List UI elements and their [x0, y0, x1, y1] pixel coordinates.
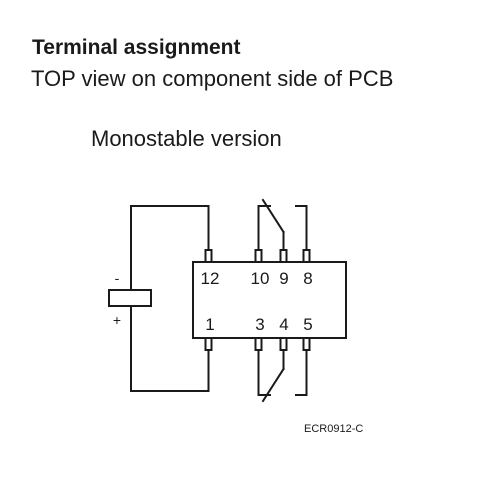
lower-contact-lever	[261, 367, 285, 403]
pin-label-3: 3	[255, 315, 264, 334]
pin-label-5: 5	[303, 315, 312, 334]
relay-package	[192, 261, 347, 339]
pin-label-1: 1	[205, 315, 214, 334]
lower-contact-no	[295, 349, 308, 396]
pin-12-stub	[204, 249, 213, 263]
pin-label-4: 4	[279, 315, 288, 334]
coil-wire-top	[130, 205, 210, 291]
coil-plus-label: +	[113, 312, 121, 328]
pin-5-stub	[302, 337, 311, 351]
upper-contact-common	[257, 205, 271, 251]
pin-10-stub	[254, 249, 263, 263]
upper-contact-lever	[261, 198, 285, 234]
coil-symbol	[108, 289, 152, 307]
coil-wire-bottom	[130, 305, 210, 392]
pin-8-stub	[302, 249, 311, 263]
section-title: Terminal assignment	[32, 36, 241, 59]
coil-minus-label: -	[115, 270, 120, 286]
version-label: Monostable version	[91, 126, 282, 151]
upper-contact-no	[295, 205, 308, 251]
pin-4-stub	[279, 337, 288, 351]
pin-1-stub	[204, 337, 213, 351]
pin-3-stub	[254, 337, 263, 351]
pin-label-12: 12	[201, 269, 220, 288]
pin-label-10: 10	[251, 269, 270, 288]
section-subtitle: TOP view on component side of PCB	[31, 66, 394, 91]
pin-label-9: 9	[279, 269, 288, 288]
lower-contact-common	[257, 349, 271, 396]
pin-9-stub	[279, 249, 288, 263]
pin-label-8: 8	[303, 269, 312, 288]
drawing-code: ECR0912-C	[304, 423, 363, 435]
